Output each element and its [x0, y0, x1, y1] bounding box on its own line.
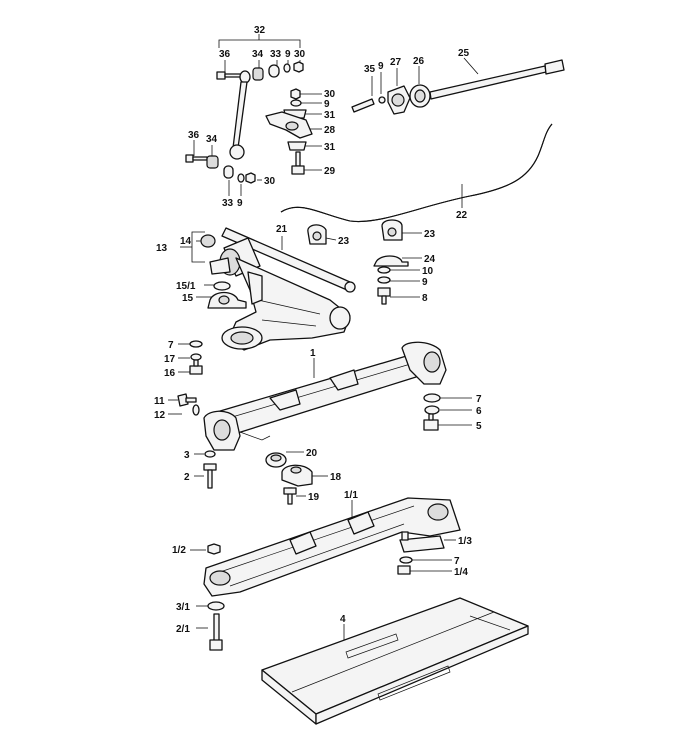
label-19: 19: [308, 492, 320, 503]
label-23: 23: [424, 229, 436, 240]
label-9: 9: [422, 277, 428, 288]
label-5: 5: [476, 421, 482, 432]
label-30: 30: [324, 89, 336, 100]
label-4: 4: [340, 614, 346, 625]
label-12: 12: [154, 410, 166, 421]
label-1: 1: [310, 348, 316, 359]
label-31: 31: [324, 110, 336, 121]
label-17: 17: [164, 354, 176, 365]
label-1-3: 1/3: [458, 536, 472, 547]
label-18: 18: [330, 472, 342, 483]
label-21: 21: [276, 224, 288, 235]
label-9: 9: [378, 61, 384, 72]
crossmember-hardware-right: [423, 393, 472, 431]
label-15-1: 15/1: [176, 281, 196, 292]
part-labels: 32 36 34 33 9 30 35 9 27 26 25 30 9 31 2…: [154, 25, 482, 635]
label-22: 22: [456, 210, 468, 221]
crossmember-lower: [190, 497, 461, 597]
label-10: 10: [422, 266, 434, 277]
stabilizer-mounts: [307, 219, 422, 305]
bottom-bolt: [196, 601, 225, 651]
label-15: 15: [182, 293, 194, 304]
label-16: 16: [164, 368, 176, 379]
clamp-bracket-assembly: [265, 88, 322, 175]
label-34: 34: [206, 134, 218, 145]
label-13: 13: [156, 243, 168, 254]
label-30: 30: [294, 49, 306, 60]
label-33: 33: [222, 198, 234, 209]
control-arm: [180, 227, 356, 351]
label-9: 9: [324, 99, 330, 110]
label-35: 35: [364, 64, 376, 75]
label-9: 9: [237, 198, 243, 209]
label-7: 7: [168, 340, 174, 351]
label-8: 8: [422, 293, 428, 304]
label-33: 33: [270, 49, 282, 60]
label-36: 36: [188, 130, 200, 141]
label-1-1: 1/1: [344, 490, 358, 501]
arm-hardware: [168, 340, 203, 416]
label-3-1: 3/1: [176, 602, 190, 613]
skid-plate: [261, 597, 529, 725]
torsion-bar-assembly: [351, 57, 565, 115]
label-7: 7: [476, 394, 482, 405]
label-28: 28: [324, 125, 336, 136]
label-2-1: 2/1: [176, 624, 190, 635]
stabilizer-bar: [280, 123, 553, 223]
label-36: 36: [219, 49, 231, 60]
stabilizer-link-assembly: [185, 34, 304, 196]
label-20: 20: [306, 448, 318, 459]
label-30: 30: [264, 176, 276, 187]
label-1-4: 1/4: [454, 567, 468, 578]
label-9: 9: [285, 49, 291, 60]
label-6: 6: [476, 406, 482, 417]
label-31: 31: [324, 142, 336, 153]
crossmember-upper: [203, 341, 447, 451]
label-7: 7: [454, 556, 460, 567]
label-34: 34: [252, 49, 264, 60]
label-27: 27: [390, 57, 402, 68]
mount-hardware-middle: [194, 450, 328, 505]
label-3: 3: [184, 450, 190, 461]
label-1-2: 1/2: [172, 545, 186, 556]
label-23: 23: [338, 236, 350, 247]
label-32: 32: [254, 25, 266, 36]
label-2: 2: [184, 472, 190, 483]
label-24: 24: [424, 254, 436, 265]
label-14: 14: [180, 236, 192, 247]
label-29: 29: [324, 166, 336, 177]
label-25: 25: [458, 48, 470, 59]
label-11: 11: [154, 396, 165, 407]
label-26: 26: [413, 56, 425, 67]
